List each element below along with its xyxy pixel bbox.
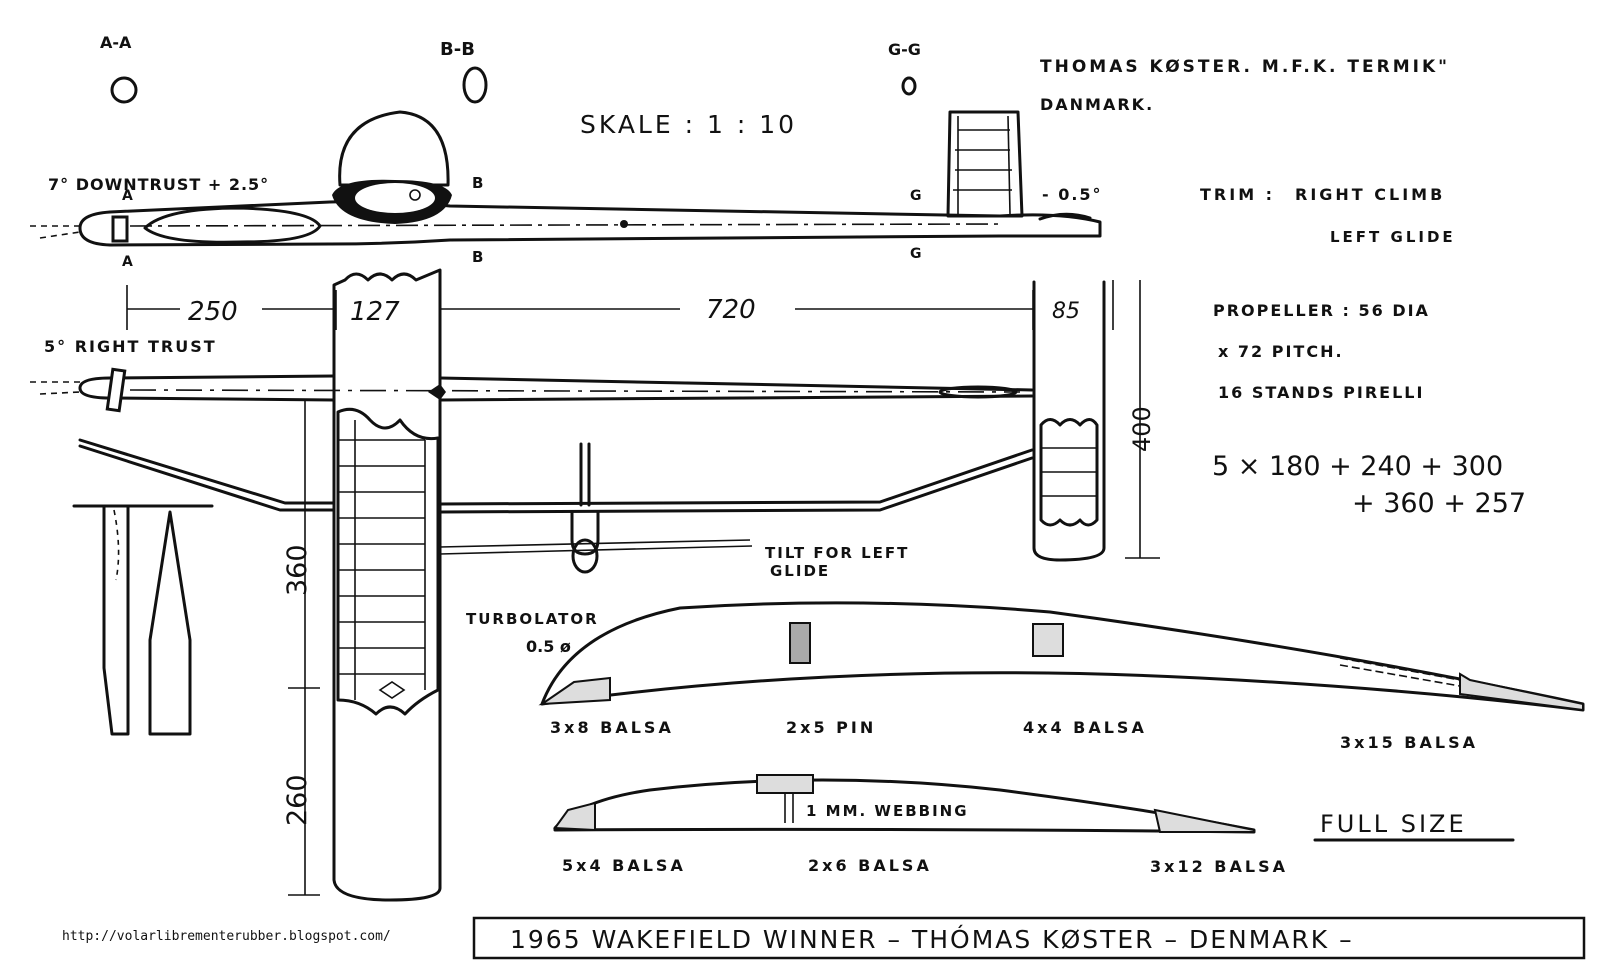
stab-outline <box>1032 280 1106 562</box>
cg-mark <box>620 220 628 228</box>
dim-85: 85 <box>1052 299 1080 324</box>
wing-rib-section <box>538 601 1585 712</box>
wing-outline <box>332 268 442 902</box>
trailing-edge-block <box>1459 672 1584 712</box>
nose-block-top <box>105 367 127 413</box>
section-label-bb: B-B <box>440 39 475 60</box>
section-bb-shape <box>462 66 488 104</box>
stab-rib-part-3: 3x12 BALSA <box>1150 857 1288 876</box>
wing-cutaway <box>336 407 440 716</box>
wing-rib-part-2: 2x5 PIN <box>786 718 876 737</box>
propeller-blade-views <box>72 504 214 736</box>
side-view <box>30 110 1102 247</box>
propeller-line-1: PROPELLER : 56 DIA <box>1213 301 1430 320</box>
front-view <box>78 438 1034 574</box>
stab-planform <box>1032 280 1106 562</box>
webbing-note: 1 MM. WEBBING <box>806 802 969 820</box>
trim-label: TRIM : <box>1200 185 1275 204</box>
country: DANMARK. <box>1040 95 1154 114</box>
dim-720: 720 <box>706 295 756 325</box>
tilt-note-line-1: TILT FOR LEFT <box>765 544 909 562</box>
dim-360: 360 <box>282 544 313 596</box>
stab-rib-section <box>553 774 1256 834</box>
source-url[interactable]: http://volarlibrementerubber.blogspot.co… <box>62 929 391 944</box>
wing-planform <box>332 268 442 902</box>
propeller-blade-front <box>148 510 192 736</box>
section-gg-shape <box>901 76 917 96</box>
front-fuselage-nose <box>571 538 599 574</box>
stab-rib-part-2: 2x6 BALSA <box>808 856 932 875</box>
leading-edge-block <box>538 676 611 706</box>
stab-spar <box>756 774 814 794</box>
dim-250: 250 <box>188 297 238 327</box>
fuselage-side <box>78 200 1102 247</box>
motor-line-2: + 360 + 257 <box>1352 488 1526 519</box>
stab-incidence: - 0.5° <box>1042 185 1103 204</box>
section-mark-a-bottom: A <box>122 254 133 270</box>
dim-400: 400 <box>1128 406 1156 452</box>
section-label-aa: A-A <box>100 33 132 52</box>
motor-hatch <box>143 206 322 244</box>
section-mark-b-top: B <box>472 174 483 192</box>
dim-127: 127 <box>350 297 400 327</box>
full-size-label: FULL SIZE <box>1320 810 1467 838</box>
stab-rib-outline <box>553 778 1256 834</box>
spar-balsa <box>1032 623 1064 657</box>
trim-glide: LEFT GLIDE <box>1330 228 1456 246</box>
propeller-line-3: 16 STANDS PIRELLI <box>1218 383 1424 402</box>
stab-cutaway <box>1039 418 1099 527</box>
section-mark-g-top: G <box>910 188 922 204</box>
fin-top <box>938 385 1018 399</box>
wing-rib-part-1: 3x8 BALSA <box>550 718 674 737</box>
designer-line: THOMAS KØSTER. M.F.K. TERMIK" <box>1040 57 1450 77</box>
wing-section-peg <box>409 189 421 201</box>
motor-line-1: 5 × 180 + 240 + 300 <box>1212 451 1503 482</box>
downthrust-note: 7° DOWNTRUST + 2.5° <box>48 175 269 194</box>
fuselage-top <box>30 367 1034 413</box>
section-mark-b-bottom: B <box>472 248 483 266</box>
section-mark-g-bottom: G <box>910 246 922 262</box>
stab-side <box>1038 212 1092 221</box>
front-fuselage <box>570 510 600 556</box>
scale-label: SKALE : 1 : 10 <box>580 110 797 139</box>
section-label-gg: G-G <box>888 40 921 59</box>
fin-side <box>946 110 1024 218</box>
propeller-blade-side <box>102 504 130 736</box>
section-aa-shape <box>110 76 138 104</box>
right-thrust-note: 5° RIGHT TRUST <box>44 337 217 356</box>
spar-pin <box>789 622 811 664</box>
turbolator-size: 0.5 ø <box>526 637 571 656</box>
trim-climb: RIGHT CLIMB <box>1295 185 1445 204</box>
cg-mark-top <box>428 384 446 400</box>
propeller-line-2: x 72 PITCH. <box>1218 342 1344 361</box>
footer-title-box <box>472 916 1586 960</box>
wing-rib-part-3: 4x4 BALSA <box>1023 718 1147 737</box>
dim-260: 260 <box>282 774 313 826</box>
section-mark-a-top: A <box>122 188 133 204</box>
stab-rib-part-1: 5x4 BALSA <box>562 856 686 875</box>
tilt-note-line-2: GLIDE <box>770 562 830 580</box>
nose-block <box>111 215 129 243</box>
wing-mount-pylon <box>338 110 450 187</box>
wing-section-window <box>355 183 435 213</box>
wing-rib-part-4: 3x15 BALSA <box>1340 733 1478 752</box>
turbolator-label: TURBOLATOR <box>466 610 599 628</box>
stab-leading-edge <box>553 801 596 832</box>
stab-trailing-edge <box>1153 808 1255 833</box>
footer-title: 1965 WAKEFIELD WINNER – THÓMAS KØSTER – … <box>510 924 1354 954</box>
